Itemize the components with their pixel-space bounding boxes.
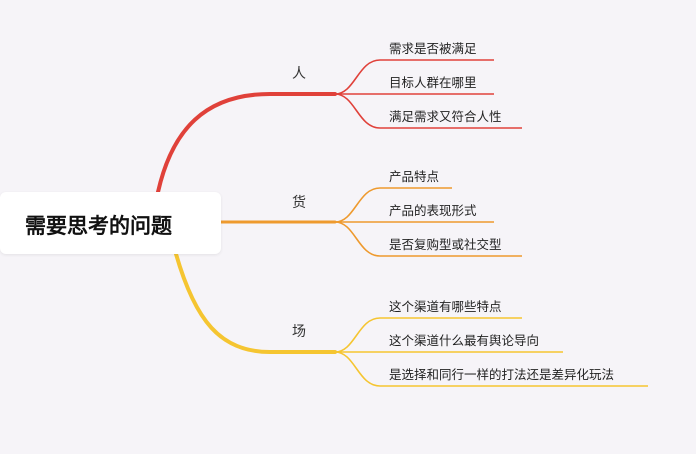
leaf-label[interactable]: 这个渠道什么最有舆论导向 xyxy=(389,333,540,348)
leaf-label[interactable]: 满足需求又符合人性 xyxy=(389,109,502,124)
connector-root-chang xyxy=(174,252,337,354)
root-node[interactable] xyxy=(0,192,221,254)
connector-root-ren xyxy=(156,92,337,194)
leaf-label[interactable]: 需求是否被满足 xyxy=(389,41,477,56)
leaf-label[interactable]: 这个渠道有哪些特点 xyxy=(389,299,502,314)
connector-ren-leaf-1 xyxy=(334,59,494,95)
connector-ren-leaf-3 xyxy=(334,93,522,129)
connector-huo-leaf-1 xyxy=(334,187,452,223)
leaf-label[interactable]: 产品特点 xyxy=(389,169,440,184)
leaf-label[interactable]: 目标人群在哪里 xyxy=(389,75,477,90)
branch-label-ren[interactable]: 人 xyxy=(292,66,306,82)
leaf-label[interactable]: 产品的表现形式 xyxy=(389,203,477,218)
leaf-label[interactable]: 是否复购型或社交型 xyxy=(389,237,502,252)
branch-label-huo[interactable]: 货 xyxy=(292,195,306,211)
connector-huo-leaf-3 xyxy=(334,221,522,257)
root-node-label: 需要思考的问题 xyxy=(25,214,172,238)
connector-chang-leaf-1 xyxy=(334,317,522,353)
branch-label-chang[interactable]: 场 xyxy=(292,324,306,340)
connector-chang-leaf-3 xyxy=(334,351,648,387)
leaf-label[interactable]: 是选择和同行一样的打法还是差异化玩法 xyxy=(389,367,615,382)
